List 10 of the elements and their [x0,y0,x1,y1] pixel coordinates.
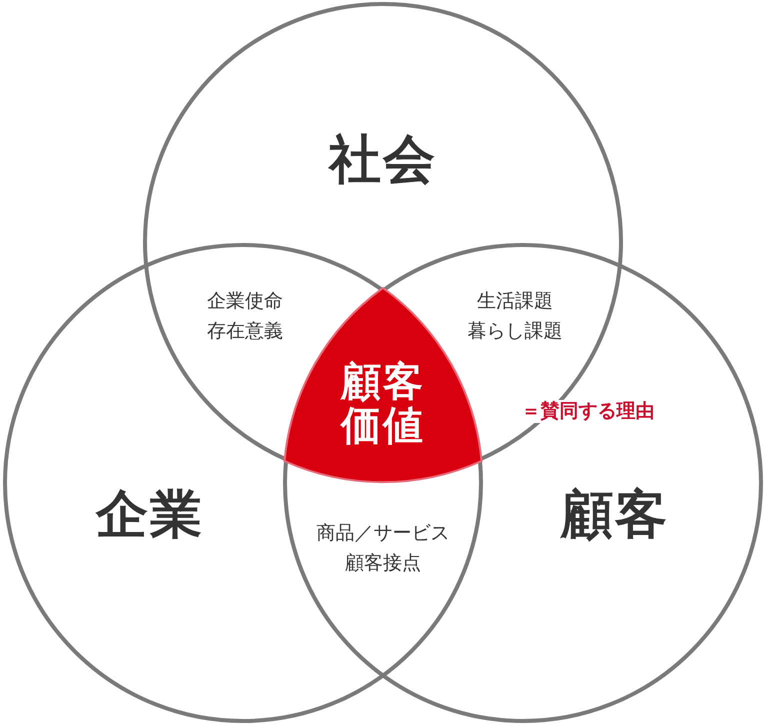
region-label: 企業使命 [207,290,283,313]
circle-title: 社会 [329,134,437,186]
region-label: 存在意義 [207,320,283,343]
region-label: 暮らし課題 [468,320,562,343]
region-label: 顧客接点 [345,552,421,575]
region-label: 商品／サービス [316,522,450,545]
core-title: 顧客価値 [339,360,426,448]
circle-title: 企業 [96,489,204,541]
circle-title: 顧客 [561,489,669,541]
region-label: 生活課題 [477,290,553,313]
